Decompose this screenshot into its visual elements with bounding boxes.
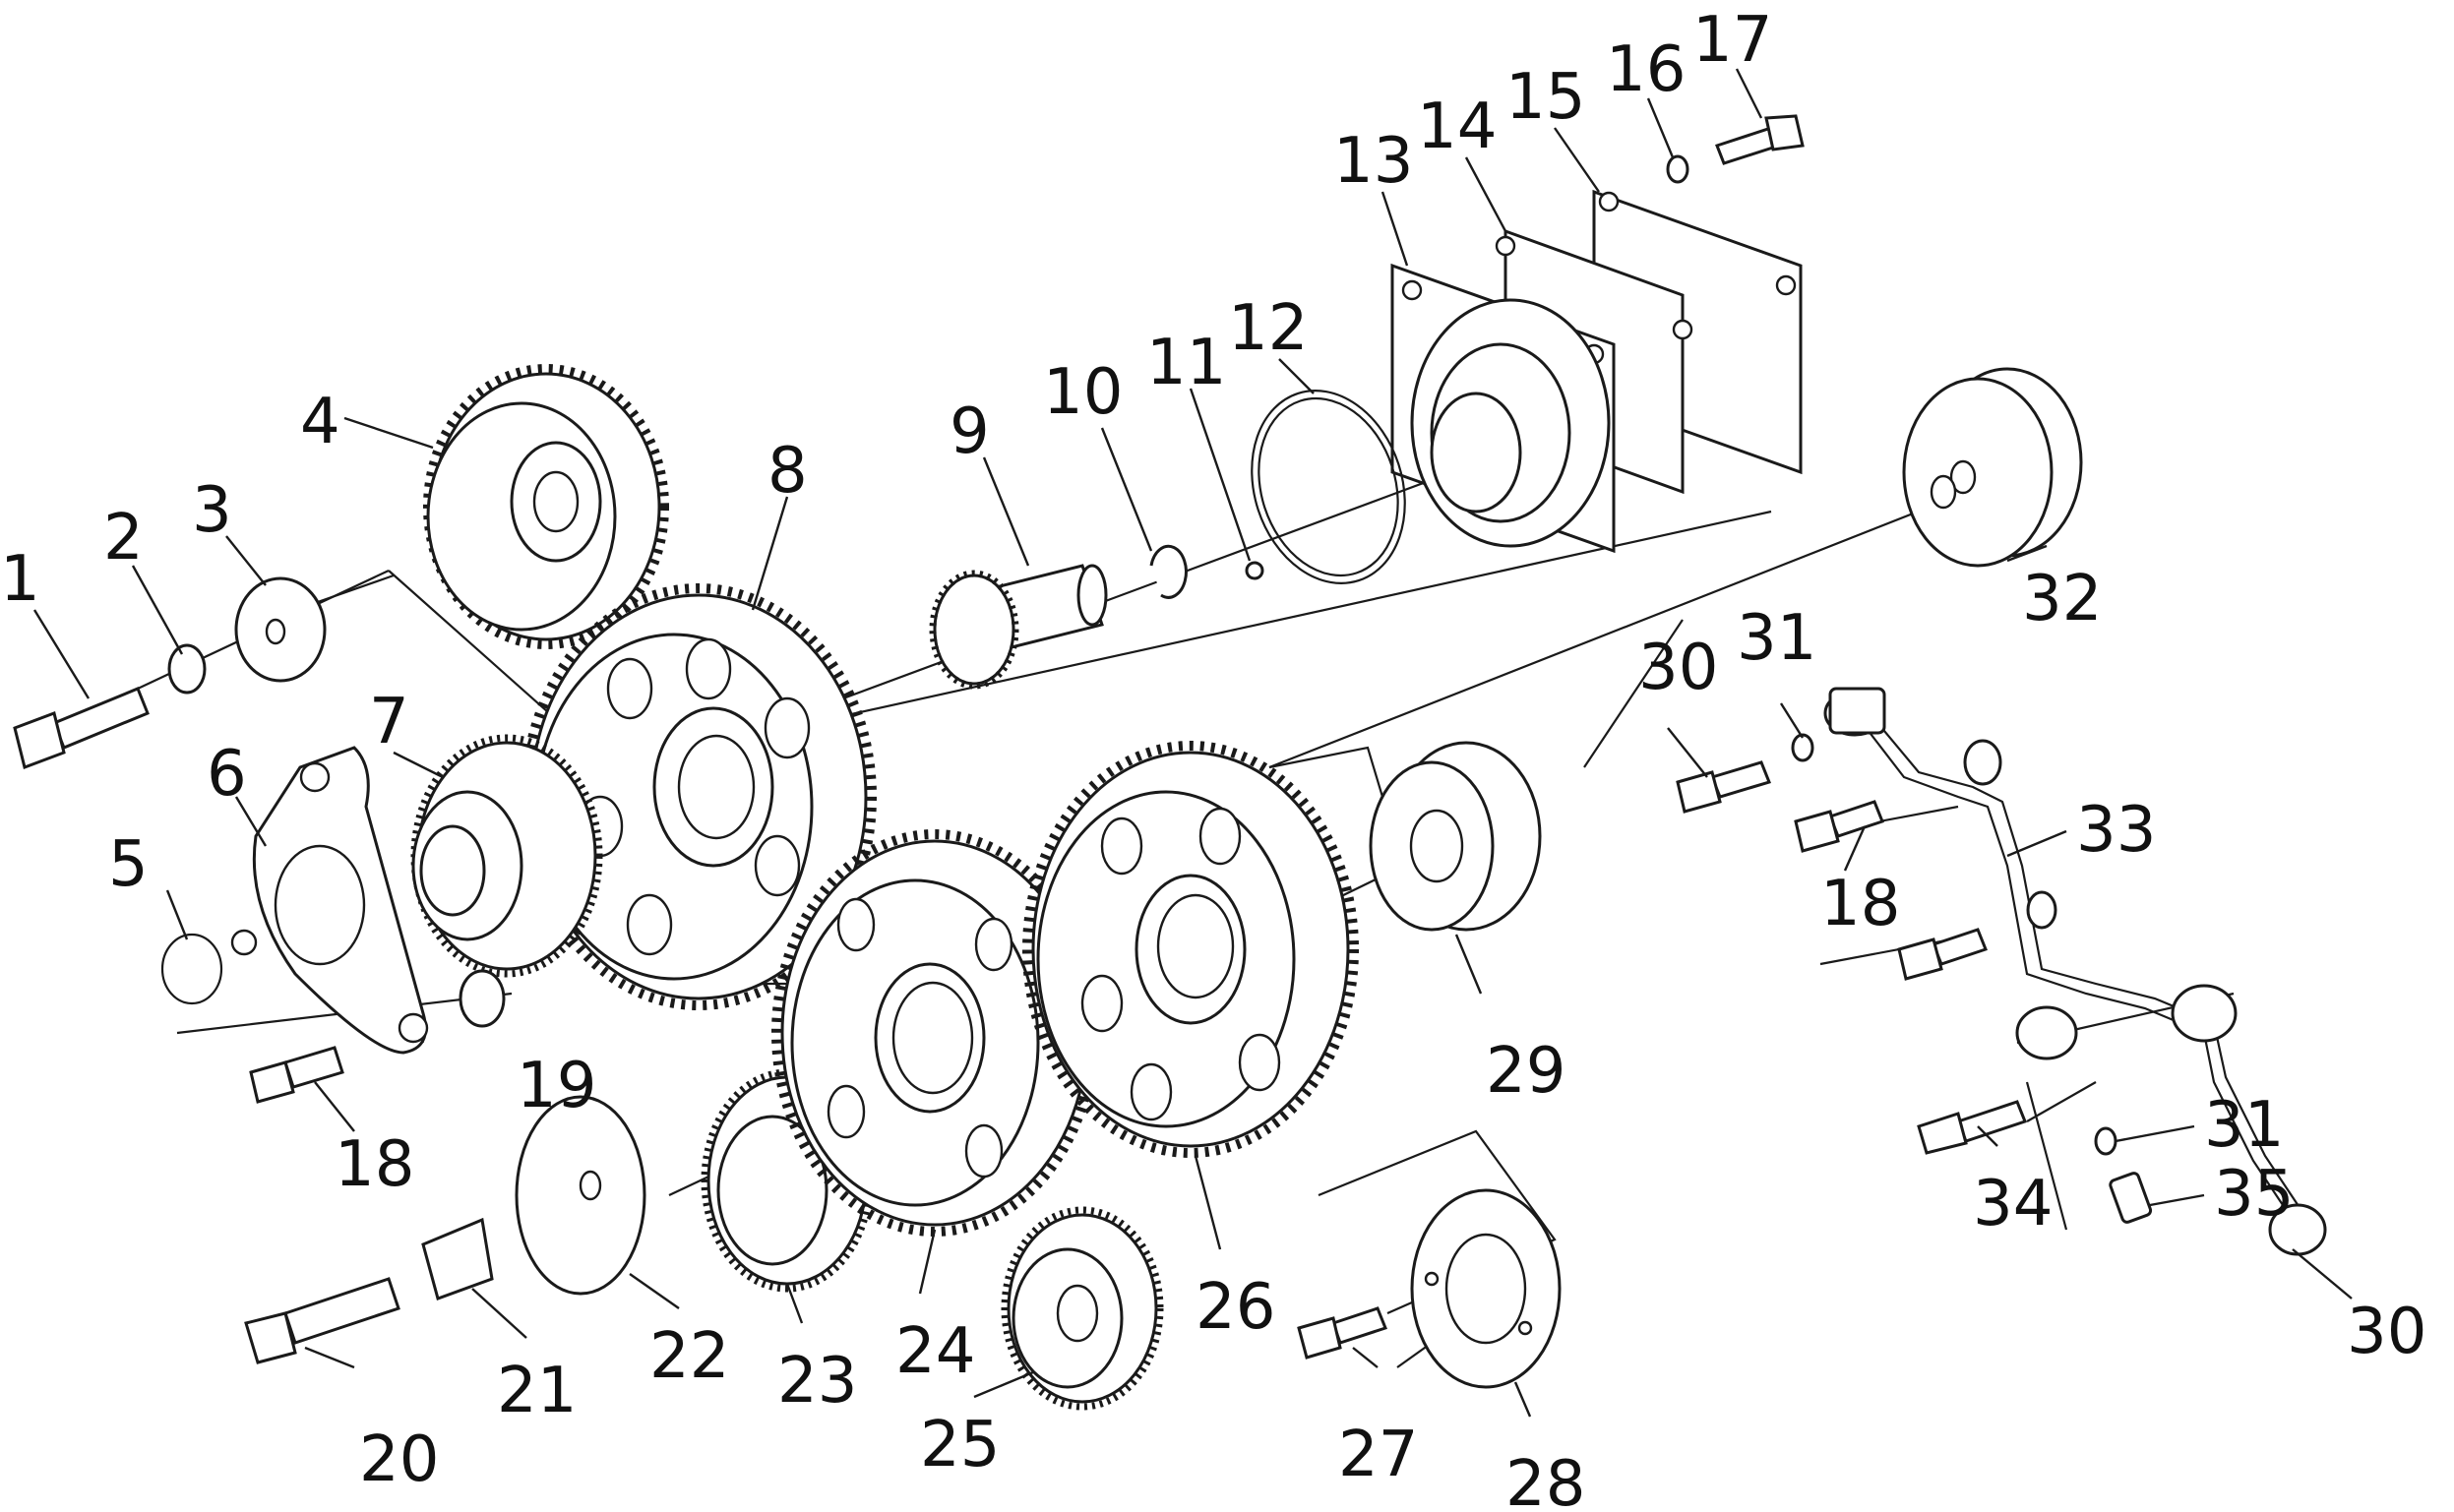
shaft-9 — [929, 564, 1108, 690]
callout-31-top: 31 — [1737, 602, 1816, 675]
callout-35: 35 — [2214, 1158, 2294, 1231]
plate-22 — [515, 1095, 646, 1296]
gear-7 — [410, 734, 603, 978]
callout-20: 20 — [359, 1423, 439, 1496]
callout-23: 23 — [777, 1345, 857, 1418]
callout-7: 7 — [369, 686, 409, 758]
callout-3: 3 — [192, 474, 232, 547]
o-ring-12-inner — [1258, 396, 1399, 577]
callout-6: 6 — [207, 738, 247, 811]
o-ring-12 — [1251, 390, 1406, 584]
callout-22: 22 — [649, 1320, 729, 1393]
bolt-1 — [13, 687, 150, 769]
callout-28: 28 — [1505, 1448, 1585, 1512]
bolt-30-top — [1676, 733, 1814, 814]
gear-24 — [771, 829, 1098, 1237]
plug-35 — [2109, 1172, 2153, 1224]
callout-30-top: 30 — [1638, 632, 1718, 704]
callout-12: 12 — [1228, 292, 1308, 365]
callout-16: 16 — [1606, 33, 1686, 106]
callout-labels: 1 2 3 4 5 6 7 8 9 10 11 12 13 14 15 16 1… — [0, 4, 2426, 1512]
callout-14: 14 — [1417, 91, 1497, 163]
callout-24: 24 — [895, 1315, 975, 1388]
hub-29 — [1369, 741, 1542, 932]
callout-2: 2 — [103, 502, 144, 575]
spacer-3-hole — [265, 618, 286, 645]
callout-33: 33 — [2076, 794, 2156, 867]
bolt-17 — [1666, 114, 1805, 184]
oil-pipe-33 — [1823, 687, 2327, 1256]
bolt-18-right-bottom — [1897, 928, 1988, 981]
flange-28 — [1410, 1188, 1562, 1389]
callout-1: 1 — [0, 543, 40, 616]
bolt-18-right-top — [1794, 800, 1884, 853]
bracket-6 — [230, 746, 429, 1055]
gear-4 — [423, 364, 669, 649]
callout-26: 26 — [1196, 1271, 1275, 1344]
callout-9: 9 — [950, 395, 990, 468]
hub-32 — [1902, 367, 2083, 568]
callout-15: 15 — [1505, 61, 1585, 134]
lock-plate-21 — [421, 1217, 494, 1300]
bolt-27 — [1297, 1306, 1387, 1360]
snap-ring-10 — [1149, 544, 1188, 599]
callout-32: 32 — [2022, 563, 2102, 635]
washer-2 — [167, 643, 207, 695]
callout-34: 34 — [1973, 1168, 2053, 1240]
callout-27: 27 — [1338, 1419, 1418, 1491]
callout-17: 17 — [1692, 4, 1772, 77]
callout-10: 10 — [1043, 356, 1123, 429]
bolt-20 — [244, 1277, 400, 1364]
cover-plates — [1390, 189, 1803, 554]
banjo-bolt-34 — [1917, 1100, 2027, 1155]
ball-11 — [1245, 561, 1264, 580]
callout-18-left: 18 — [335, 1128, 414, 1201]
gear-25 — [1001, 1206, 1164, 1411]
callout-18-right: 18 — [1820, 868, 1900, 940]
callout-30-bottom: 30 — [2347, 1296, 2426, 1368]
callout-29: 29 — [1486, 1035, 1565, 1108]
callout-8: 8 — [767, 435, 808, 508]
callout-19: 19 — [517, 1050, 596, 1122]
gear-26 — [1022, 741, 1359, 1158]
callout-13: 13 — [1333, 125, 1413, 198]
callout-5: 5 — [108, 828, 149, 901]
plate-22-hole — [579, 1170, 602, 1201]
washer-31-bottom — [2094, 1126, 2117, 1156]
callout-11: 11 — [1146, 327, 1226, 399]
bolt-18-left — [249, 1046, 344, 1104]
callout-4: 4 — [300, 386, 340, 458]
callout-25: 25 — [920, 1409, 1000, 1482]
circlip-5 — [160, 933, 223, 1005]
callout-31-bottom: 31 — [2204, 1089, 2284, 1162]
leader-lines — [32, 68, 2353, 1418]
washer-19 — [459, 969, 506, 1028]
callout-21: 21 — [497, 1355, 577, 1427]
